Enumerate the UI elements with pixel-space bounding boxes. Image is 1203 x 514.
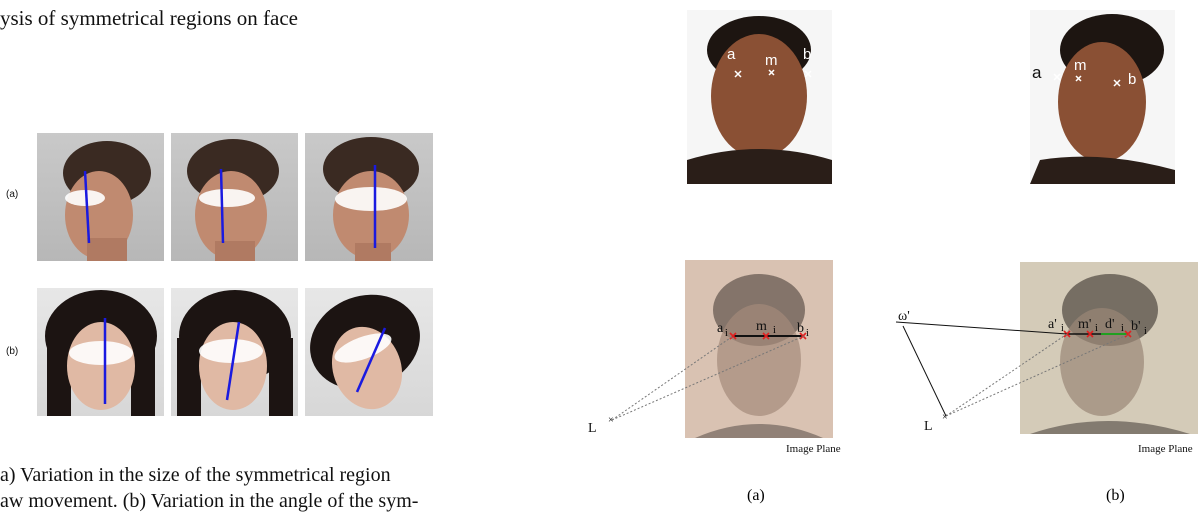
face-photo-a1 bbox=[37, 133, 164, 261]
face-photo-b2 bbox=[171, 288, 298, 416]
face-photo-a2 bbox=[171, 133, 298, 261]
frontal-label-m: m bbox=[765, 52, 778, 69]
panel-b-point-m: m' bbox=[1078, 317, 1091, 332]
face-a3-drawing bbox=[323, 137, 419, 261]
caption-line-1: a) Variation in the size of the symmetri… bbox=[0, 464, 391, 486]
panel-b-point-d: d' bbox=[1105, 317, 1115, 332]
frontal-label-a: a bbox=[727, 46, 736, 63]
svg-text:×: × bbox=[942, 412, 948, 423]
panel-a-point-a: a bbox=[717, 321, 724, 336]
face-a2-drawing bbox=[187, 139, 279, 261]
panel-b-point-a: a' bbox=[1048, 317, 1057, 332]
row-label-a: (a) bbox=[6, 189, 19, 200]
rotated-label-m: m bbox=[1074, 57, 1087, 74]
face-b1-drawing bbox=[45, 290, 157, 416]
panel-b-caption: (b) bbox=[1106, 487, 1125, 504]
caption-line-2: aw movement. (b) Variation in the angle … bbox=[0, 490, 419, 512]
panel-a-point-b: b bbox=[797, 321, 804, 336]
rotated-label-b: b bbox=[1128, 71, 1136, 88]
face-a1-drawing bbox=[63, 141, 151, 261]
section-heading: ysis of symmetrical regions on face bbox=[0, 6, 298, 30]
frontal-label-b: b bbox=[803, 46, 811, 63]
projection-diagram: × L a m b i i i Image Plane (a) × ω' L a… bbox=[588, 260, 1198, 504]
panel-b-omega: ω' bbox=[898, 309, 910, 324]
panel-a-sub-b: i bbox=[806, 328, 809, 339]
panel-a-L: L bbox=[588, 421, 597, 436]
panel-b-L: L bbox=[924, 419, 933, 434]
panel-b-point-b: b' bbox=[1131, 319, 1141, 334]
face-b3-drawing bbox=[310, 294, 420, 410]
panel-a-sub-m: i bbox=[773, 325, 776, 336]
panel-b-sub-a: i bbox=[1061, 323, 1064, 334]
face-photo-frontal: a m b bbox=[687, 10, 832, 184]
figure-caption: a) Variation in the size of the symmetri… bbox=[0, 462, 418, 514]
panel-b-sub-d: i bbox=[1121, 323, 1124, 334]
panel-a-sub-a: i bbox=[725, 328, 728, 339]
svg-text:×: × bbox=[608, 415, 614, 426]
face-photo-b1 bbox=[37, 288, 164, 416]
face-frontal-drawing: a m b bbox=[687, 16, 832, 184]
face-photo-a3 bbox=[305, 133, 433, 261]
panel-a-point-m: m bbox=[756, 319, 767, 334]
panel-b-sub-m: i bbox=[1095, 323, 1098, 334]
row-label-b: (b) bbox=[6, 346, 19, 357]
face-rotated-drawing: a m b bbox=[1030, 14, 1175, 184]
rotated-label-a: a bbox=[1032, 63, 1042, 82]
face-photo-rotated: a m b bbox=[1030, 10, 1175, 184]
face-photo-b3 bbox=[305, 288, 433, 416]
panel-b-sub-b: i bbox=[1144, 326, 1147, 337]
panel-a-plane-label: Image Plane bbox=[786, 443, 841, 455]
face-b2-drawing bbox=[177, 290, 293, 416]
panel-b-plane-label: Image Plane bbox=[1138, 443, 1193, 455]
panel-a-caption: (a) bbox=[747, 487, 765, 504]
